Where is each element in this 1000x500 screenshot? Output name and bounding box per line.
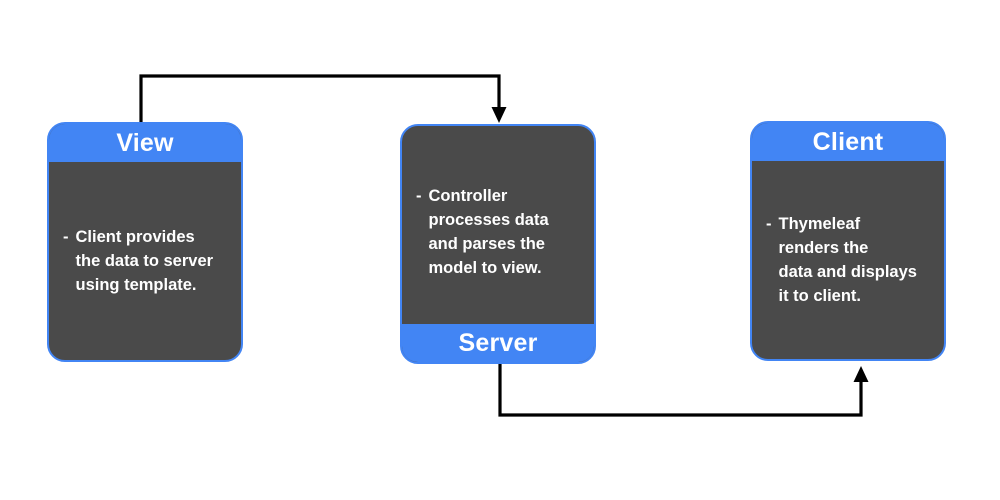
box-client-text: Thymeleaf renders the data and displays …	[778, 215, 917, 305]
bullet-dash: -	[416, 187, 422, 205]
arrow-server-to-client	[498, 364, 869, 417]
box-view-body: - Client provides the data to server usi…	[49, 162, 241, 360]
box-server-title: Server	[402, 324, 594, 362]
box-server-text: Controller processes data and parses the…	[428, 187, 549, 277]
box-view-text: Client provides the data to server using…	[75, 228, 214, 294]
arrow-view-to-server	[139, 74, 507, 123]
box-client-body: - Thymeleaf renders the data and display…	[752, 161, 944, 359]
bullet-item: - Client provides the data to server usi…	[63, 225, 213, 297]
bullet-item: - Thymeleaf renders the data and display…	[766, 212, 917, 308]
bullet-dash: -	[63, 228, 69, 246]
box-server-body: - Controller processes data and parses t…	[402, 126, 594, 324]
box-client: Client - Thymeleaf renders the data and …	[750, 121, 946, 361]
bullet-item: - Controller processes data and parses t…	[416, 184, 549, 280]
arrowhead-up-icon	[853, 366, 869, 382]
arrowhead-down-icon	[491, 107, 507, 123]
box-view-title: View	[49, 124, 241, 162]
bullet-dash: -	[766, 215, 772, 233]
box-client-title: Client	[752, 123, 944, 161]
box-server: - Controller processes data and parses t…	[400, 124, 596, 364]
box-view: View - Client provides the data to serve…	[47, 122, 243, 362]
